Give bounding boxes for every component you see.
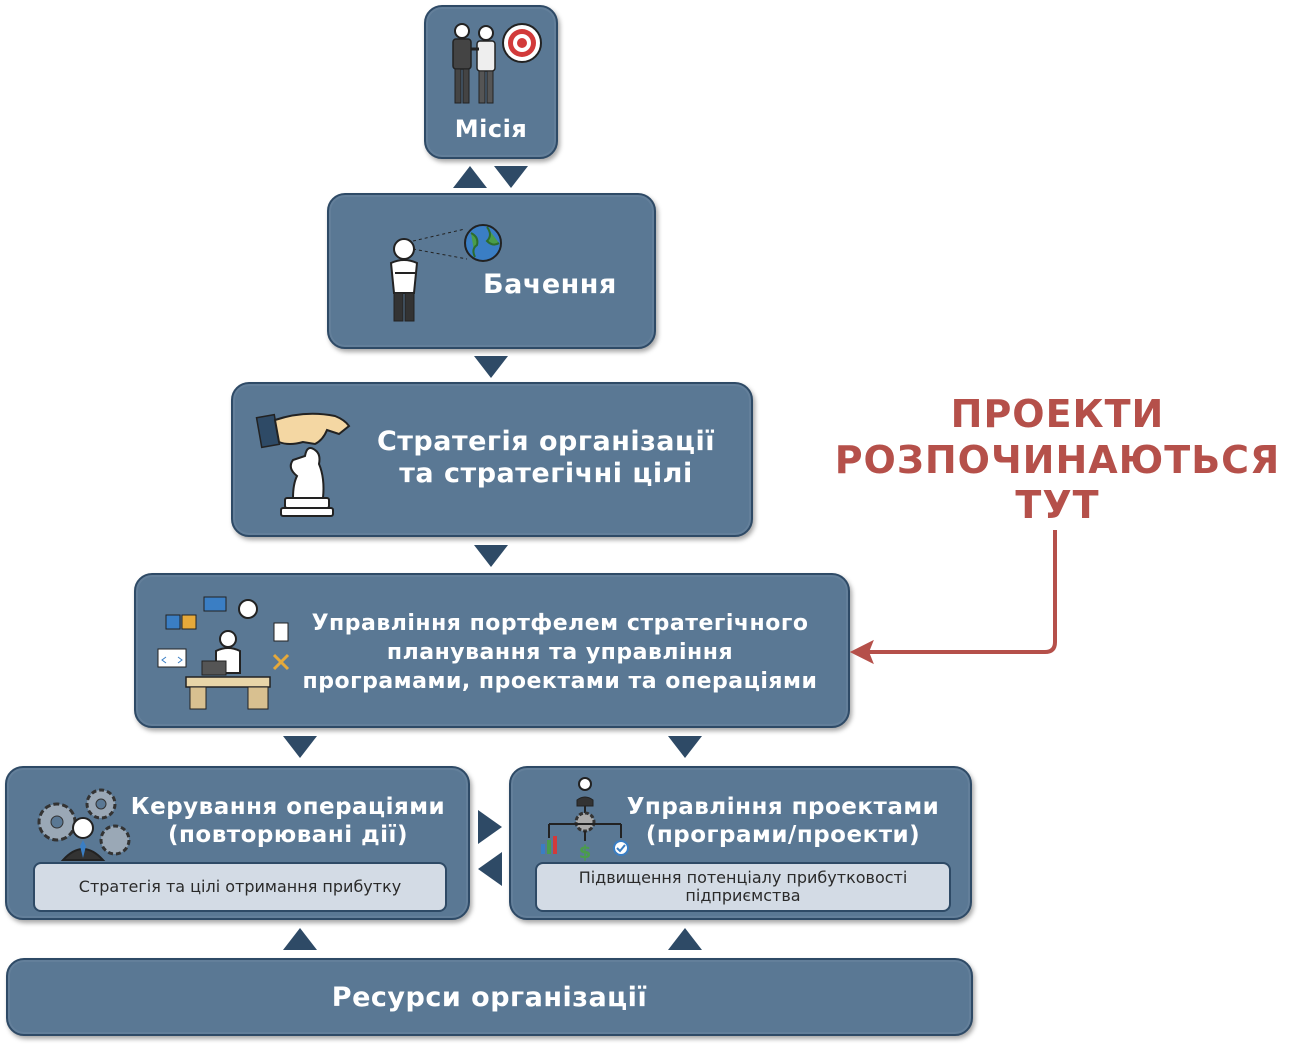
arrow-strategy-to-portfolio [474,545,508,567]
arrow-portfolio-to-projects [668,736,702,758]
arrow-operations-to-projects [478,810,502,844]
portfolio-title: Управління портфелем стратегічного плану… [302,611,818,695]
resources-box: Ресурси організації [6,958,973,1036]
svg-text:$: $ [579,842,592,863]
strategy-title: Стратегія організації та стратегічні ціл… [376,426,716,490]
arrow-mission-to-vision [494,166,528,188]
hand-chess-knight-icon [255,412,351,517]
vision-box: Бачення [327,193,656,349]
org-chart-gear-icon: $ [541,777,629,863]
projects-start-here-callout: ПРОЕКТИ РОЗПОЧИНАЮТЬСЯ ТУТ [834,392,1281,528]
operations-box: Керування операціями (повторювані дії) С… [5,766,470,920]
person-globe-icon [389,224,502,322]
arrow-projects-to-operations [478,852,502,886]
projects-title: Управління проектами (програми/проекти) [626,794,940,848]
vision-title: Бачення [483,269,617,300]
operations-subtitle: Стратегія та цілі отримання прибутку [33,862,447,912]
resources-title: Ресурси організації [331,982,648,1013]
projects-subtitle: Підвищення потенціалу прибутковості підп… [535,862,951,912]
mission-box: Місія [424,5,558,159]
arrow-vision-to-mission [453,166,487,188]
businessmen-target-icon [452,23,542,104]
arrow-vision-to-strategy [474,356,508,378]
operations-title: Керування операціями (повторювані дії) [130,794,446,848]
projects-box: $ Управління проектами (програми/проекти… [509,766,972,920]
arrow-resources-to-projects [668,928,702,950]
portfolio-box: Управління портфелем стратегічного плану… [134,573,850,728]
arrow-portfolio-to-operations [283,736,317,758]
person-at-desk-icon [157,596,290,710]
gears-businessman-icon [37,788,131,861]
mission-title: Місія [454,115,528,143]
arrow-resources-to-operations [283,928,317,950]
strategy-box: Стратегія організації та стратегічні ціл… [231,382,753,537]
